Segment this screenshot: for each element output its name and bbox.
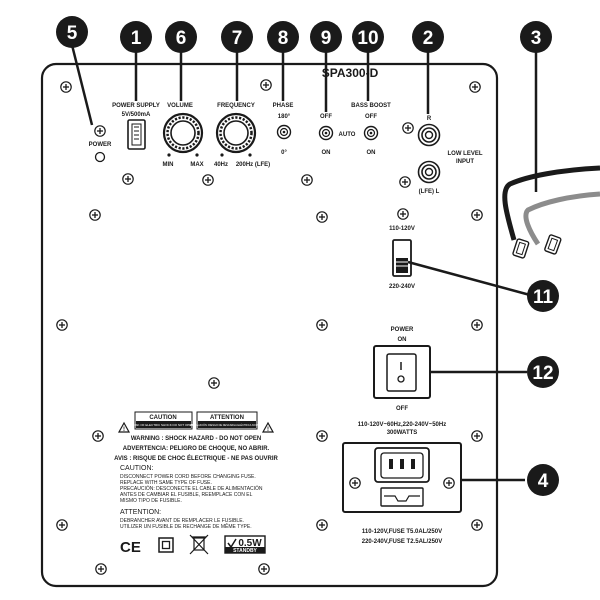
shock-warning-label: ! CAUTION RISK OF ELECTRIC SHOCK DO NOT … (114, 411, 279, 462)
standby-badge: 0.5W STANDBY (224, 535, 266, 554)
double-insulation-icon (158, 537, 174, 553)
callout-10: 10 (357, 28, 378, 49)
rca-right-label: R (427, 116, 432, 122)
voltage-selector-top-label: 110-120V (389, 226, 415, 232)
callout-5: 5 (67, 23, 78, 44)
usb-port (127, 119, 146, 150)
frequency-knob (215, 112, 257, 154)
callout-9: 9 (321, 28, 332, 49)
power-switch-on-label: ON (398, 337, 407, 343)
power-led-indicator (94, 151, 106, 163)
phase-switch (276, 124, 292, 140)
certification-marks: CE 0.5W STANDBY (120, 534, 266, 556)
caution-line-4: ANTES DE CAMBIAR EL FUSIBLE, REEMPLACE C… (120, 492, 253, 498)
phase-bottom-label: 0° (281, 150, 287, 156)
callout-2: 2 (423, 28, 434, 49)
caution-line-3: PRECAUCIÓN: DESCONECTE EL CABLE DE ALIME… (120, 485, 263, 492)
frequency-label: FREQUENCY (217, 103, 255, 109)
speaker-wires (502, 165, 600, 259)
callout-3: 3 (531, 28, 542, 49)
bass-boost-label: BASS BOOST (351, 103, 391, 109)
voltage-selector-switch (392, 239, 412, 277)
callout-4: 4 (538, 471, 549, 492)
ce-mark: CE (120, 539, 141, 556)
standby-value: 0.5W (238, 538, 262, 549)
power-rocker-switch (373, 345, 431, 399)
power-led-label: POWER (89, 142, 112, 148)
caution-line-5: MISMO TIPO DE FUSIBLE. (120, 498, 182, 504)
power-supply-spec: 5V/500mA (122, 112, 151, 118)
rca-left-jack (417, 160, 441, 184)
caution-line-1: DISCONNECT POWER CORD BEFORE CHANGING FU… (120, 474, 256, 480)
bass-boost-on-label: ON (367, 150, 376, 156)
volume-min-label: MIN (163, 162, 174, 168)
frequency-low-label: 40Hz (214, 162, 228, 168)
attention-box-subtitle: PRECAUCIÓN: RIESGO DE DESCARGA ELÉCTRICA… (190, 424, 264, 427)
volume-label: VOLUME (167, 103, 193, 109)
rating-line-1: 110-120V~60Hz,220-240V~50Hz (358, 422, 446, 428)
callout-6: 6 (176, 28, 187, 49)
callout-8: 8 (278, 28, 289, 49)
caution-title: CAUTION: (120, 465, 154, 472)
rating-line-2: 300WATTS (387, 430, 418, 436)
attention-box-title: ATTENTION (210, 415, 244, 421)
svg-text:!: ! (123, 427, 125, 433)
fuse-line-1: 110-120V,FUSE T5.0AL/250V (362, 529, 442, 535)
callout-11: 11 (533, 287, 554, 308)
power-switch-label: POWER (391, 327, 414, 333)
volume-knob (162, 112, 204, 154)
rca-left-label: (LFE) L (419, 189, 440, 195)
warning-line-1: WARNING : SHOCK HAZARD - DO NOT OPEN (131, 436, 261, 442)
callout-12: 12 (532, 363, 553, 384)
bass-boost-switch (363, 125, 379, 141)
auto-label: AUTO (339, 132, 356, 138)
attention-text-block: ATTENTION: DEBRANCHER AVANT DE REMPLACER… (120, 509, 252, 530)
low-level-input-label-1: LOW LEVEL (448, 151, 483, 157)
warning-line-2: ADVERTENCIA: PELIGRO DE CHOQUE, NO ABRIR… (123, 446, 270, 452)
auto-on-label: ON (322, 150, 331, 156)
low-level-input-label-2: INPUT (456, 159, 474, 165)
power-supply-label: POWER SUPPLY (112, 103, 160, 109)
caution-box-subtitle: RISK OF ELECTRIC SHOCK DO NOT OPEN (133, 423, 194, 427)
model-name: SPA300-D (322, 66, 379, 80)
fuse-line-2: 220-240V,FUSE T2.5AL/250V (362, 539, 443, 545)
callout-7: 7 (232, 28, 243, 49)
bass-boost-off-label: OFF (365, 114, 377, 120)
power-inlet-module (342, 442, 462, 513)
callout-leaders (70, 44, 538, 482)
weee-bin-icon (189, 534, 209, 555)
auto-switch (318, 125, 334, 141)
phase-label: PHASE (273, 103, 294, 109)
caution-line-2: REPLACE WITH SAME TYPE OF FUSE. (120, 480, 212, 486)
warning-line-3: AVIS : RISQUE DE CHOC ÉLECTRIQUE - NE PA… (114, 454, 278, 462)
power-switch-off-label: OFF (396, 406, 408, 412)
standby-label: STANDBY (233, 548, 257, 554)
callouts: 5 1 6 7 8 9 10 2 3 11 12 4 (56, 16, 559, 496)
caution-box-title: CAUTION (149, 415, 176, 421)
auto-off-label: OFF (320, 114, 332, 120)
volume-max-label: MAX (190, 162, 203, 168)
callout-1: 1 (131, 28, 142, 49)
frequency-high-label: 200Hz (LFE) (236, 162, 270, 168)
rca-right-jack (417, 123, 441, 147)
svg-text:!: ! (267, 427, 269, 433)
caution-text-block: CAUTION: DISCONNECT POWER CORD BEFORE CH… (120, 465, 263, 504)
attention-line-1: DEBRANCHER AVANT DE REMPLACER LE FUSIBLE… (120, 518, 244, 524)
attention-line-2: UTILIZER UN FUSIBLE DE RECHANGE DE MÊME … (120, 522, 252, 530)
phase-top-label: 180° (278, 114, 291, 120)
attention-title: ATTENTION: (120, 509, 161, 516)
voltage-selector-bottom-label: 220-240V (389, 284, 415, 290)
